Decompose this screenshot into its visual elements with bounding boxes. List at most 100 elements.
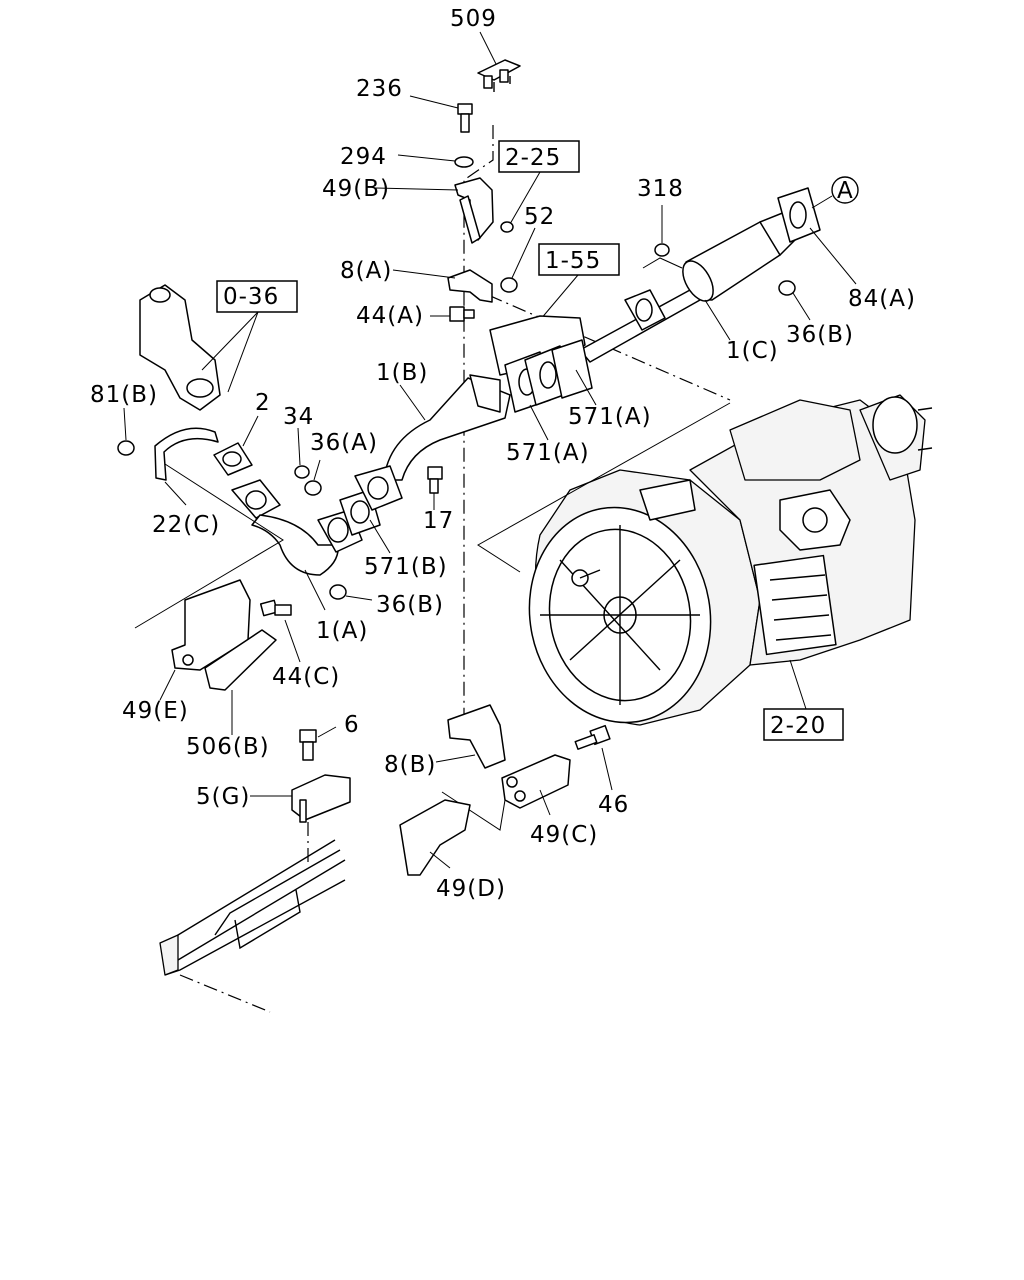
callout-506b: 506(B) — [186, 734, 270, 760]
part-1b-front-pipe — [383, 374, 511, 481]
leader-49b — [374, 187, 459, 191]
part-46-bolt — [574, 724, 611, 750]
part-1-55-exhaust-brake — [489, 315, 586, 376]
ref-box-2-25 — [498, 140, 580, 173]
callout-2-20: 2-20 — [770, 713, 826, 739]
part-506b-plate — [204, 629, 277, 691]
callout-8b: 8(B) — [384, 752, 436, 778]
callout-52: 52 — [524, 204, 555, 230]
callout-84a: 84(A) — [848, 286, 916, 312]
part-1a-front-pipe — [231, 479, 363, 576]
part-49c-bracket — [501, 754, 571, 809]
callout-2-25: 2-25 — [505, 145, 561, 171]
part-8b-bracket — [447, 704, 506, 769]
callout-46: 46 — [598, 792, 629, 818]
ref-circle-a — [831, 176, 859, 204]
part-1b-lower-flange — [354, 465, 403, 511]
leader-1c-bracket — [642, 257, 683, 269]
callout-a: A — [837, 178, 854, 204]
leader-1a — [304, 569, 326, 611]
callout-5g: 5(G) — [196, 784, 250, 810]
part-8a-bracket — [447, 269, 493, 303]
part-49b-hanger — [454, 177, 494, 244]
callout-34: 34 — [283, 404, 314, 430]
leader-44c — [284, 619, 301, 663]
part-36a-nut — [304, 480, 322, 496]
part-17-bolt — [427, 466, 443, 494]
callout-571a-1: 571(A) — [568, 404, 652, 430]
callout-17: 17 — [423, 508, 454, 534]
part-2-gasket — [213, 442, 253, 476]
leader-49e — [159, 669, 176, 701]
callout-509: 509 — [450, 6, 497, 32]
leader-571a-1 — [575, 369, 597, 406]
leader-49d — [429, 851, 451, 869]
callout-1b: 1(B) — [376, 360, 428, 386]
centerline-vertical — [463, 125, 731, 740]
leader-0-36-a — [201, 311, 259, 371]
leader-6 — [317, 726, 337, 738]
part-36b-nut-upper — [778, 280, 796, 296]
callout-36a: 36(A) — [310, 430, 378, 456]
part-81b-nut — [117, 440, 135, 456]
leader-36b-upper — [792, 292, 811, 321]
part-509-clamp-bracket — [477, 59, 521, 92]
callout-2: 2 — [255, 390, 271, 416]
leader-1c — [704, 299, 731, 341]
leader-8b — [435, 754, 476, 763]
callout-6: 6 — [344, 712, 360, 738]
part-52-nut — [500, 277, 518, 293]
callout-22c: 22(C) — [152, 512, 220, 538]
part-5g-bracket — [291, 774, 351, 823]
callout-1c: 1(C) — [726, 338, 779, 364]
callout-318: 318 — [637, 176, 684, 202]
callout-49b: 49(B) — [322, 176, 390, 202]
leader-34 — [297, 427, 301, 466]
part-44a-bolt — [449, 306, 475, 322]
leader-2-20 — [789, 659, 807, 710]
callout-44a: 44(A) — [356, 303, 424, 329]
leader-81b — [123, 407, 127, 441]
callout-36b-upper: 36(B) — [786, 322, 854, 348]
part-318-nut — [654, 243, 670, 257]
part-2-20-transmission — [528, 394, 933, 726]
ref-box-2-20 — [763, 708, 844, 741]
leader-509 — [479, 31, 497, 65]
leader-22c — [164, 481, 187, 506]
callout-1-55: 1-55 — [545, 248, 601, 274]
leader-46 — [601, 747, 613, 791]
callout-571b: 571(B) — [364, 554, 448, 580]
leader-52 — [511, 227, 536, 279]
part-49e-bracket — [171, 579, 251, 671]
leader-ref-a — [811, 195, 833, 209]
leader-49c — [539, 789, 551, 816]
callout-571a-2: 571(A) — [506, 440, 590, 466]
callout-49c: 49(C) — [530, 822, 598, 848]
callout-294: 294 — [340, 144, 387, 170]
part-294-washer — [454, 156, 474, 168]
part-44c-bolt — [259, 599, 292, 617]
leader-236 — [409, 95, 459, 109]
part-22c-clamp — [154, 427, 219, 481]
leader-8a — [392, 269, 456, 279]
part-49d-bracket — [399, 799, 471, 876]
callout-1a: 1(A) — [316, 618, 368, 644]
leader-571a-2 — [529, 404, 549, 441]
part-1c-inlet-flange — [624, 289, 666, 331]
leader-1b — [399, 384, 426, 421]
leader-2 — [242, 415, 259, 447]
part-36b-nut-lower — [329, 584, 347, 600]
callout-236: 236 — [356, 76, 403, 102]
leader-571b — [369, 519, 391, 554]
callout-49e: 49(E) — [122, 698, 189, 724]
callout-44c: 44(C) — [272, 664, 340, 690]
leader-294 — [397, 154, 456, 162]
callout-81b: 81(B) — [90, 382, 158, 408]
ref-box-0-36 — [216, 280, 298, 313]
part-2-25-stud — [500, 221, 514, 233]
leader-1-55 — [539, 274, 579, 321]
chassis-frame-rail — [159, 839, 346, 1013]
leader-0-36-b — [227, 311, 259, 393]
part-0-36-exhaust-manifold — [139, 284, 221, 411]
part-6-bolt — [299, 729, 317, 761]
